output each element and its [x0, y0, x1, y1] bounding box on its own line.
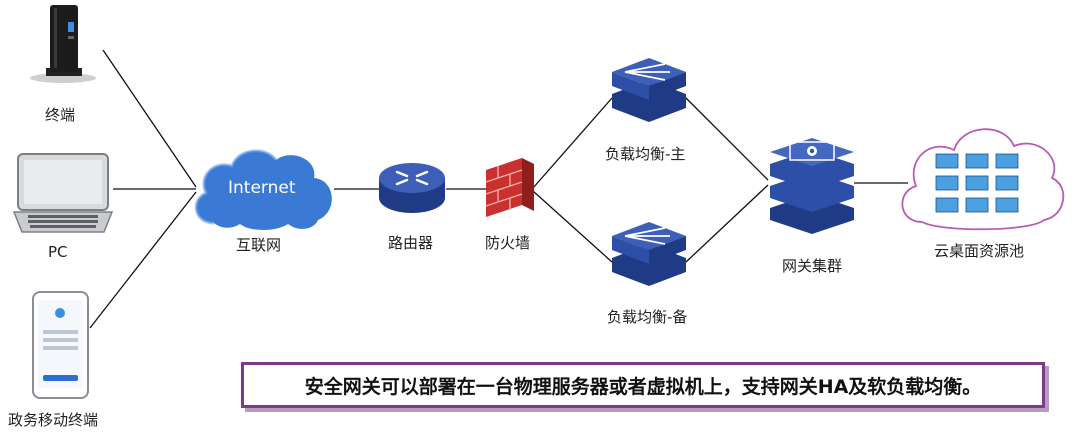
- gateway-cluster-icon: [770, 138, 854, 234]
- smartphone-icon: [32, 291, 89, 399]
- callout-box: 安全网关可以部署在一台物理服务器或者虚拟机上，支持网关HA及软负载均衡。: [241, 362, 1045, 408]
- label-gateway-cluster: 网关集群: [782, 257, 843, 275]
- label-mobile: 政务移动终端: [8, 411, 99, 429]
- label-pc: PC: [48, 243, 68, 261]
- label-internet: 互联网: [236, 236, 282, 254]
- label-desktop-pool: 云桌面资源池: [934, 242, 1025, 260]
- link-lbmain-gateway: [685, 97, 769, 181]
- link-firewall-lbbackup: [532, 190, 613, 263]
- label-firewall: 防火墙: [485, 234, 531, 252]
- tower-terminal-icon: [30, 5, 96, 83]
- link-firewall-lbmain: [532, 97, 613, 189]
- cloud-icon: [194, 149, 332, 230]
- load-balancer-icon: [612, 222, 686, 286]
- link-lbbackup-gateway: [685, 184, 769, 263]
- link-mobile-internet: [89, 191, 197, 329]
- label-lb-backup: 负载均衡-备: [607, 308, 688, 326]
- label-terminal: 终端: [45, 106, 76, 124]
- label-lb-primary: 负载均衡-主: [605, 145, 686, 163]
- link-terminal-internet: [102, 49, 197, 188]
- laptop-icon: [12, 153, 114, 233]
- connection-lines: [89, 49, 908, 329]
- desktop-pool-icon: [901, 128, 1065, 231]
- label-internet-cloud: Internet: [228, 178, 296, 198]
- firewall-icon: [485, 158, 534, 217]
- load-balancer-icon: [612, 58, 686, 122]
- callout-text: 安全网关可以部署在一台物理服务器或者虚拟机上，支持网关HA及软负载均衡。: [304, 375, 982, 398]
- label-router: 路由器: [388, 234, 434, 252]
- router-icon: [379, 163, 445, 213]
